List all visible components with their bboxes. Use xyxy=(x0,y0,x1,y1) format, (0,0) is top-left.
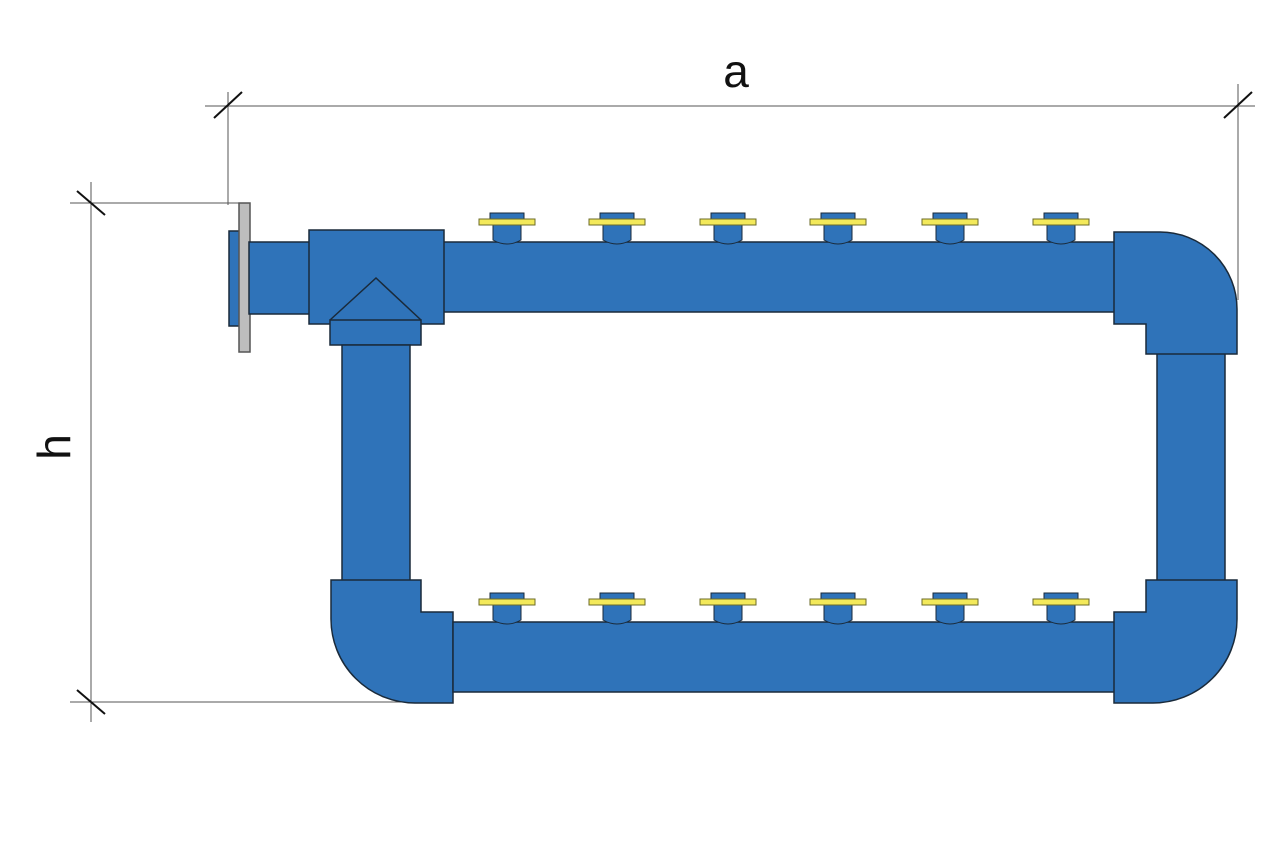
dimension-h: h xyxy=(28,182,415,722)
bottom-outlet-row xyxy=(478,592,1090,625)
bottom-left-elbow xyxy=(330,579,454,704)
top-outlet-3 xyxy=(699,212,757,245)
outlet-body xyxy=(935,604,965,625)
bottom-outlet-1 xyxy=(478,592,536,625)
top-header-pipe xyxy=(439,241,1119,313)
bottom-header-pipe xyxy=(452,621,1116,693)
outlet-yellow-cap xyxy=(809,218,867,226)
outlet-body xyxy=(823,604,853,625)
outlet-body xyxy=(492,224,522,245)
dimension-a-label: a xyxy=(723,45,749,97)
bottom-outlet-4 xyxy=(809,592,867,625)
tee-fitting-seam xyxy=(329,276,422,321)
outlet-yellow-cap xyxy=(921,598,979,606)
left-vertical-pipe xyxy=(341,344,411,582)
right-vertical-pipe xyxy=(1156,351,1226,583)
outlet-body xyxy=(713,224,743,245)
bottom-right-elbow xyxy=(1113,579,1238,704)
tee-fitting-collar xyxy=(329,319,422,346)
dimension-a: a xyxy=(205,45,1255,300)
outlet-body xyxy=(602,604,632,625)
bottom-outlet-6 xyxy=(1032,592,1090,625)
tee-fitting xyxy=(308,229,445,325)
outlet-body xyxy=(713,604,743,625)
top-outlet-row xyxy=(478,212,1090,245)
outlet-body xyxy=(602,224,632,245)
dimension-h-tick-top xyxy=(76,190,106,216)
outlet-yellow-cap xyxy=(478,218,536,226)
top-outlet-4 xyxy=(809,212,867,245)
dimension-h-tick-bottom xyxy=(76,689,106,715)
outlet-yellow-cap xyxy=(588,218,646,226)
outlet-yellow-cap xyxy=(809,598,867,606)
bottom-outlet-3 xyxy=(699,592,757,625)
dimension-a-tick-right xyxy=(1223,91,1253,119)
outlet-yellow-cap xyxy=(921,218,979,226)
top-outlet-5 xyxy=(921,212,979,245)
top-outlet-2 xyxy=(588,212,646,245)
dimension-a-tick-left xyxy=(213,91,243,119)
outlet-body xyxy=(492,604,522,625)
outlet-body xyxy=(935,224,965,245)
top-right-elbow xyxy=(1113,231,1238,355)
inlet-pipe xyxy=(248,241,312,315)
outlet-body xyxy=(823,224,853,245)
outlet-yellow-cap xyxy=(1032,218,1090,226)
outlet-body xyxy=(1046,604,1076,625)
outlet-yellow-cap xyxy=(699,598,757,606)
bottom-outlet-2 xyxy=(588,592,646,625)
outlet-yellow-cap xyxy=(478,598,536,606)
top-outlet-6 xyxy=(1032,212,1090,245)
bottom-outlet-5 xyxy=(921,592,979,625)
top-outlet-1 xyxy=(478,212,536,245)
outlet-yellow-cap xyxy=(588,598,646,606)
outlet-yellow-cap xyxy=(699,218,757,226)
dimension-h-label: h xyxy=(28,434,80,460)
pipe-assembly xyxy=(228,202,1238,704)
outlet-body xyxy=(1046,224,1076,245)
outlet-yellow-cap xyxy=(1032,598,1090,606)
